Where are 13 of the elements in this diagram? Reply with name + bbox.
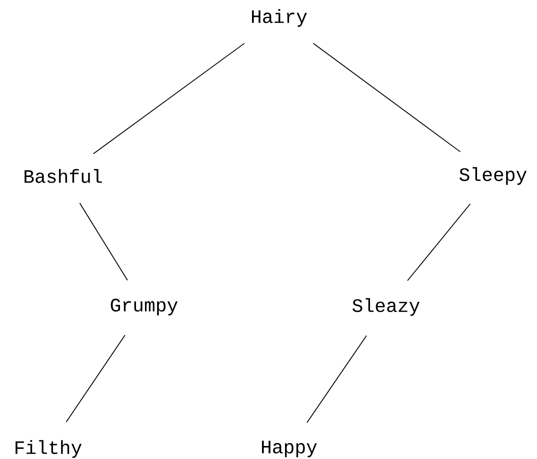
tree-line	[312, 42, 461, 152]
node-label: Sleepy	[460, 167, 527, 185]
tree-line	[407, 203, 471, 282]
tree-line	[66, 334, 126, 422]
node-label: Grumpy	[110, 298, 178, 316]
node-label: Sleazy	[352, 298, 420, 316]
node-label: Hairy	[252, 9, 307, 27]
tree-line	[79, 202, 128, 281]
node-label: Filthy	[16, 440, 82, 458]
tree-line	[92, 42, 245, 154]
node-label: Happy	[262, 440, 317, 458]
tree-line	[306, 335, 367, 424]
node-label: Bashful	[24, 169, 102, 183]
